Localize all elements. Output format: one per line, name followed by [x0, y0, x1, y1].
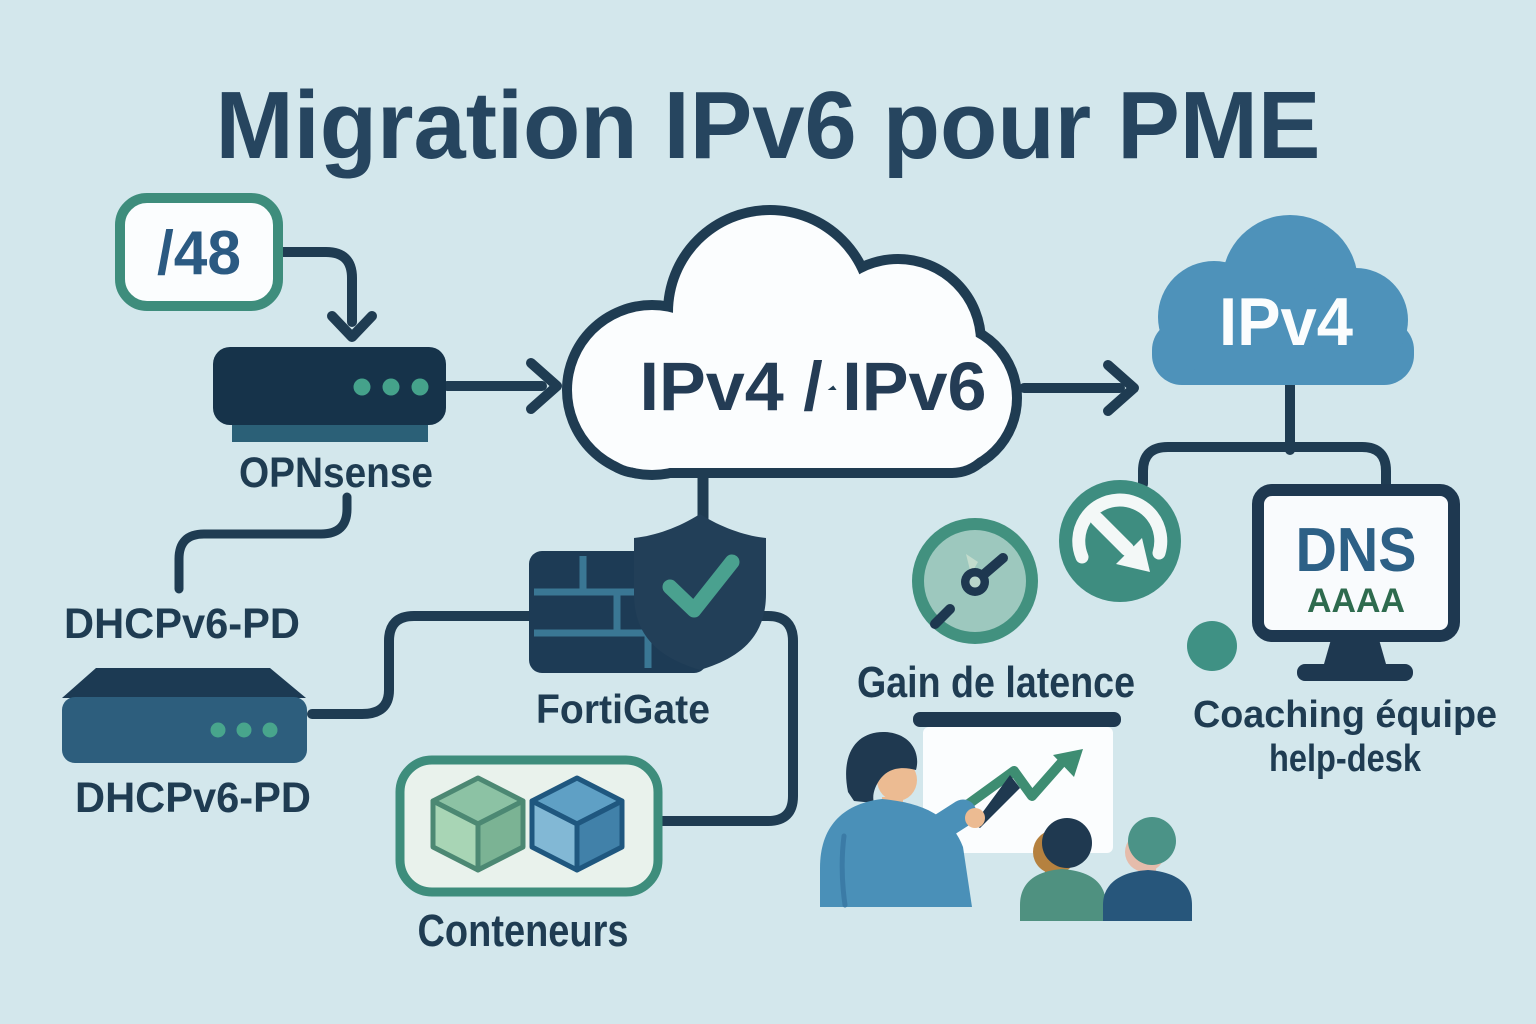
switch-icon [62, 668, 307, 763]
connector-firewall-to-containers [657, 611, 798, 826]
growth-arrow [958, 757, 1067, 813]
router-label: OPNsense [239, 449, 433, 497]
presenter [820, 731, 985, 908]
router-led [353, 378, 371, 396]
connector-router-to-delegation [174, 492, 352, 594]
audience2-hair [1128, 817, 1176, 865]
audience1-torso [1020, 869, 1106, 921]
dns-label: DNS [1296, 516, 1417, 585]
projection-screen-bar [913, 712, 1121, 727]
latency-label: Gain de latence [857, 658, 1135, 707]
containers-box [395, 755, 663, 897]
prefix-badge-box [115, 193, 283, 311]
router-base [232, 420, 428, 442]
monitor-base [1297, 664, 1413, 681]
arrowhead-down [327, 311, 377, 342]
connector-ipv4-split [1138, 442, 1391, 497]
pointer-stick [974, 775, 1020, 828]
delegation-label: DHCPv6-PD [64, 600, 300, 648]
aaaa-label: AAAA [1307, 582, 1405, 620]
firewall-label: FortiGate [536, 686, 710, 732]
switch-top [62, 668, 306, 698]
audience-member-1 [1020, 818, 1106, 921]
check-icon [662, 554, 740, 618]
router-led [411, 378, 429, 396]
gauge-highlight [966, 554, 978, 574]
containers-label: Conteneurs [418, 905, 629, 956]
page-title: Migration IPv6 pour PME [216, 72, 1321, 179]
switch-led [210, 722, 226, 738]
router-led [382, 378, 400, 396]
refresh-arrow-icon [1059, 480, 1181, 602]
dual-stack-cloud: IPv4 / IPv6 [562, 205, 1022, 480]
presenter-crease [839, 833, 848, 908]
container-cubes-icon [430, 775, 625, 873]
coaching-label-line2: help-desk [1269, 738, 1422, 780]
monitor-icon [1252, 484, 1460, 681]
arrowhead-right-1 [526, 358, 562, 414]
bullet-dot [1187, 621, 1237, 671]
monitor-stand [1324, 636, 1386, 664]
cloud-fill [572, 215, 1012, 470]
prefix-badge: /48 [115, 193, 283, 311]
audience-member-2 [1103, 817, 1192, 921]
dual-stack-label: IPv4 / IPv6 [640, 348, 987, 425]
presenter-arm [910, 799, 977, 852]
switch-front [62, 697, 307, 763]
connector-switch-to-firewall [307, 611, 545, 719]
presenter-hand [965, 808, 985, 828]
presenter-hair [846, 731, 918, 803]
gauge-hub-center [969, 576, 981, 588]
arrow-badge-to-router [273, 247, 357, 327]
dns-monitor: DNS AAAA [1187, 484, 1460, 681]
legacy-cloud-label: IPv4 [1219, 284, 1353, 360]
growth-arrowhead [1053, 749, 1083, 777]
coaching-label-line1: Coaching équipe [1193, 694, 1497, 736]
arrowhead-right-2 [1103, 360, 1139, 416]
switch-label: DHCPv6-PD [75, 774, 311, 822]
firewall-icon [529, 514, 766, 673]
cube-green [430, 775, 526, 873]
legacy-ipv4-cloud: IPv4 [1152, 215, 1414, 385]
switch-led [236, 722, 252, 738]
prefix-badge-label: /48 [157, 219, 241, 288]
cube-blue [529, 775, 625, 873]
gauge-icon [912, 518, 1038, 644]
cloud-icon [1152, 215, 1414, 385]
switch-led [262, 722, 278, 738]
training-illustration [820, 712, 1192, 921]
router-body [213, 347, 446, 425]
refresh-shaft [1090, 512, 1134, 556]
gauge-tick [930, 604, 955, 629]
audience1-hair [1042, 818, 1092, 868]
router-icon [213, 347, 446, 442]
refresh-arc [1072, 493, 1168, 564]
refresh-arrowhead [1116, 538, 1150, 572]
shield-check-icon [634, 514, 766, 670]
audience2-torso [1103, 870, 1192, 921]
